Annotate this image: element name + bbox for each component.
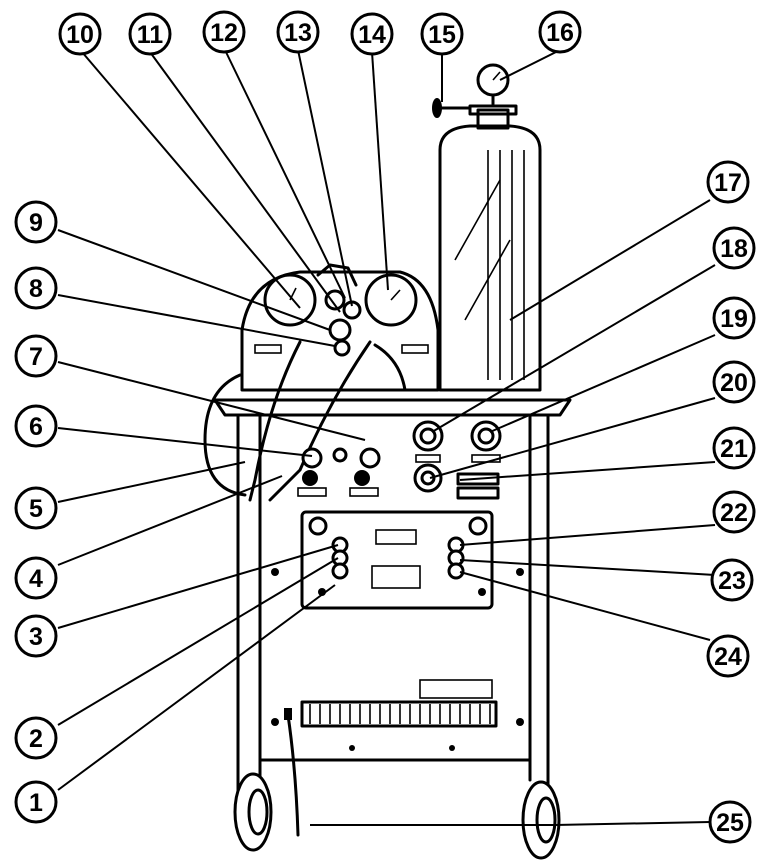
callout-5: 5 [14,486,58,530]
svg-text:5: 5 [29,495,43,523]
svg-text:15: 15 [428,21,456,49]
callout-8: 8 [14,266,58,310]
callout-22: 22 [712,490,756,534]
power-cable [284,708,300,837]
svg-text:24: 24 [714,643,742,671]
callout-12: 12 [202,10,246,54]
svg-text:21: 21 [720,435,748,463]
upper-shelf [213,398,572,417]
svg-text:8: 8 [29,275,43,303]
svg-text:20: 20 [720,369,748,397]
svg-text:25: 25 [716,809,744,837]
svg-text:23: 23 [718,567,746,595]
callout-13: 13 [276,10,320,54]
svg-text:9: 9 [29,209,43,237]
svg-text:14: 14 [358,21,386,49]
callout-14: 14 [350,12,394,56]
svg-text:11: 11 [137,21,164,49]
svg-text:3: 3 [29,623,43,651]
svg-text:1: 1 [29,789,43,817]
callout-19: 19 [712,296,756,340]
callout-10: 10 [58,12,102,56]
callout-9: 9 [14,200,58,244]
svg-text:2: 2 [29,725,43,753]
callout-25: 25 [708,800,752,844]
callout-15: 15 [420,12,464,56]
electrical-panel [300,510,494,610]
svg-text:16: 16 [546,19,574,47]
svg-text:6: 6 [29,413,43,441]
cylinder-pressure-gauge [476,63,510,106]
svg-text:12: 12 [210,19,238,47]
front-control-area [297,420,502,500]
callout-7: 7 [14,334,58,378]
cylinder-valve-handwheel [432,98,472,118]
refrigerant-cylinder [438,104,542,392]
svg-text:13: 13 [284,19,312,47]
callout-6: 6 [14,404,58,448]
callout-11: 11 [128,12,172,56]
callout-20: 20 [712,360,756,404]
callout-18: 18 [712,226,756,270]
lower-panel [271,568,524,751]
callout-labels: 10 11 12 13 14 15 16 17 [14,10,756,844]
high-pressure-gauge [364,273,418,327]
callout-23: 23 [710,558,754,602]
callout-17: 17 [706,160,750,204]
leader-lines [57,49,716,826]
svg-text:4: 4 [29,565,43,593]
svg-text:18: 18 [720,235,748,263]
machine-illustration [203,63,572,860]
svg-text:7: 7 [29,343,43,371]
svg-text:19: 19 [720,305,748,333]
callout-21: 21 [712,426,756,470]
callout-4: 4 [14,556,58,600]
manifold-valve-cluster [316,263,362,357]
svg-text:22: 22 [720,499,748,527]
service-hoses [203,340,407,502]
callout-24: 24 [706,634,750,678]
wheels [233,772,561,860]
low-pressure-gauge [263,273,317,327]
svg-text:17: 17 [714,169,742,197]
svg-text:10: 10 [66,21,94,49]
callout-2: 2 [14,716,58,760]
callout-1: 1 [14,780,58,824]
callout-3: 3 [14,614,58,658]
callout-16: 16 [538,10,582,54]
